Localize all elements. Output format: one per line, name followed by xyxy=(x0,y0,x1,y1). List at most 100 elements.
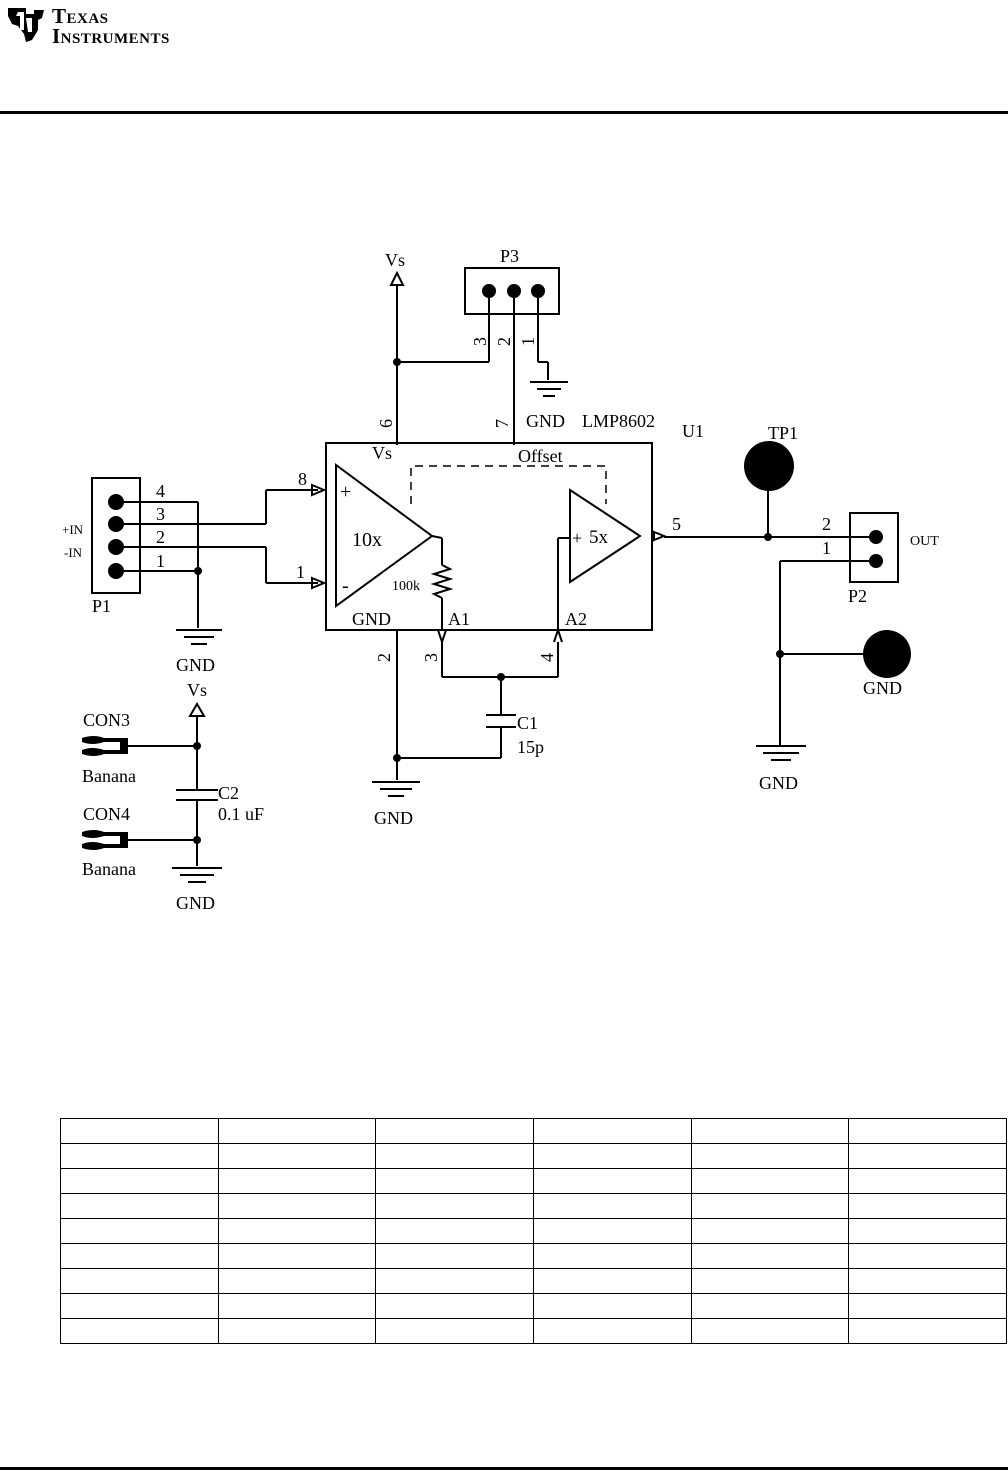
p1-label: P1 xyxy=(92,596,111,616)
table-cell xyxy=(60,1243,219,1269)
c2-name: C2 xyxy=(218,783,239,803)
table-row xyxy=(60,1243,1007,1269)
banana1-label: Banana xyxy=(82,766,136,786)
banana-connector-icon xyxy=(82,830,128,850)
table-cell xyxy=(60,1293,219,1319)
table-cell xyxy=(690,1168,850,1194)
pin6-label: 6 xyxy=(376,419,396,428)
table-cell xyxy=(532,1143,692,1169)
table-cell xyxy=(60,1143,219,1169)
table-cell xyxy=(532,1318,692,1344)
p1-pin3-label: 3 xyxy=(156,504,165,524)
tp1-label: TP1 xyxy=(768,423,798,443)
p2-label: P2 xyxy=(848,586,867,606)
pin3-label: 3 xyxy=(421,653,441,662)
circuit-schematic: Vs P3 3 2 1 GND LMP8602 U1 6 7 Vs Offset… xyxy=(62,246,939,913)
table-cell xyxy=(217,1243,377,1269)
table-cell xyxy=(532,1218,692,1244)
pin8-label: 8 xyxy=(298,469,307,489)
gnd-left-label: GND xyxy=(176,893,215,913)
table-cell xyxy=(217,1293,377,1319)
c1-name: C1 xyxy=(517,713,538,733)
con4-label: CON4 xyxy=(83,804,130,824)
table-cell xyxy=(217,1218,377,1244)
a2-label: A2 xyxy=(565,609,587,629)
table-cell xyxy=(848,1243,1007,1269)
offset-label: Offset xyxy=(518,446,563,466)
pin5-label: 5 xyxy=(672,514,681,534)
table-cell xyxy=(848,1293,1007,1319)
table-cell xyxy=(690,1143,850,1169)
banana2-label: Banana xyxy=(82,859,136,879)
pin4-label: 4 xyxy=(537,653,557,662)
table-cell xyxy=(690,1193,850,1219)
table-cell xyxy=(375,1143,534,1169)
table-cell xyxy=(375,1193,534,1219)
c1-value: 15p xyxy=(517,737,544,757)
table-cell xyxy=(217,1118,377,1144)
table-cell xyxy=(532,1268,692,1294)
gain1-label: 10x xyxy=(352,529,382,551)
pin7-label: 7 xyxy=(492,419,512,428)
table-cell xyxy=(848,1318,1007,1344)
pin2-label: 2 xyxy=(374,653,394,662)
banana-connector-icon xyxy=(82,736,128,756)
table-cell xyxy=(217,1143,377,1169)
p3-pin1: 1 xyxy=(518,337,538,346)
gnd-p3-label: GND xyxy=(526,411,565,431)
chip-name: LMP8602 xyxy=(582,411,655,431)
table-cell xyxy=(848,1268,1007,1294)
plus2-label: + xyxy=(572,528,582,548)
header-rule xyxy=(0,111,1008,114)
table-cell xyxy=(217,1318,377,1344)
c2-value: 0.1 uF xyxy=(218,804,264,824)
table-cell xyxy=(60,1193,219,1219)
table-row xyxy=(60,1143,1007,1169)
table-cell xyxy=(690,1293,850,1319)
gnd-center-label: GND xyxy=(374,808,413,828)
p2-pin2-label: 2 xyxy=(822,514,831,534)
table-cell xyxy=(532,1293,692,1319)
table-cell xyxy=(375,1168,534,1194)
chip-ref: U1 xyxy=(682,421,704,441)
table-cell xyxy=(375,1118,534,1144)
logo-line1: Texas xyxy=(52,4,109,28)
table-cell xyxy=(217,1168,377,1194)
vs-inside-label: Vs xyxy=(372,443,392,463)
gnd-right-label: GND xyxy=(759,773,798,793)
table-cell xyxy=(532,1118,692,1144)
table-row xyxy=(60,1318,1007,1344)
bill-of-materials-table xyxy=(60,1118,1007,1344)
plus-input: + xyxy=(340,481,351,503)
table-cell xyxy=(690,1118,850,1144)
table-cell xyxy=(848,1193,1007,1219)
table-cell xyxy=(375,1243,534,1269)
p2-pin1-label: 1 xyxy=(822,538,831,558)
table-cell xyxy=(60,1318,219,1344)
table-row xyxy=(60,1118,1007,1144)
table-row xyxy=(60,1293,1007,1319)
table-cell xyxy=(690,1218,850,1244)
vs-top-label: Vs xyxy=(385,250,405,270)
table-cell xyxy=(217,1268,377,1294)
table-row xyxy=(60,1268,1007,1294)
table-row xyxy=(60,1168,1007,1194)
con3-label: CON3 xyxy=(83,710,130,730)
table-cell xyxy=(532,1193,692,1219)
resistor-label: 100k xyxy=(392,579,420,594)
table-row xyxy=(60,1218,1007,1244)
table-cell xyxy=(217,1193,377,1219)
test-point-icon xyxy=(744,441,794,491)
table-cell xyxy=(375,1268,534,1294)
table-cell xyxy=(690,1243,850,1269)
table-cell xyxy=(375,1318,534,1344)
gnd-p1-label: GND xyxy=(176,655,215,675)
table-cell xyxy=(60,1268,219,1294)
ground-test-point-icon xyxy=(863,630,911,678)
table-cell xyxy=(375,1218,534,1244)
table-cell xyxy=(848,1218,1007,1244)
minus-in-label: -IN xyxy=(64,545,83,560)
table-cell xyxy=(690,1318,850,1344)
table-cell xyxy=(690,1268,850,1294)
table-cell xyxy=(532,1168,692,1194)
